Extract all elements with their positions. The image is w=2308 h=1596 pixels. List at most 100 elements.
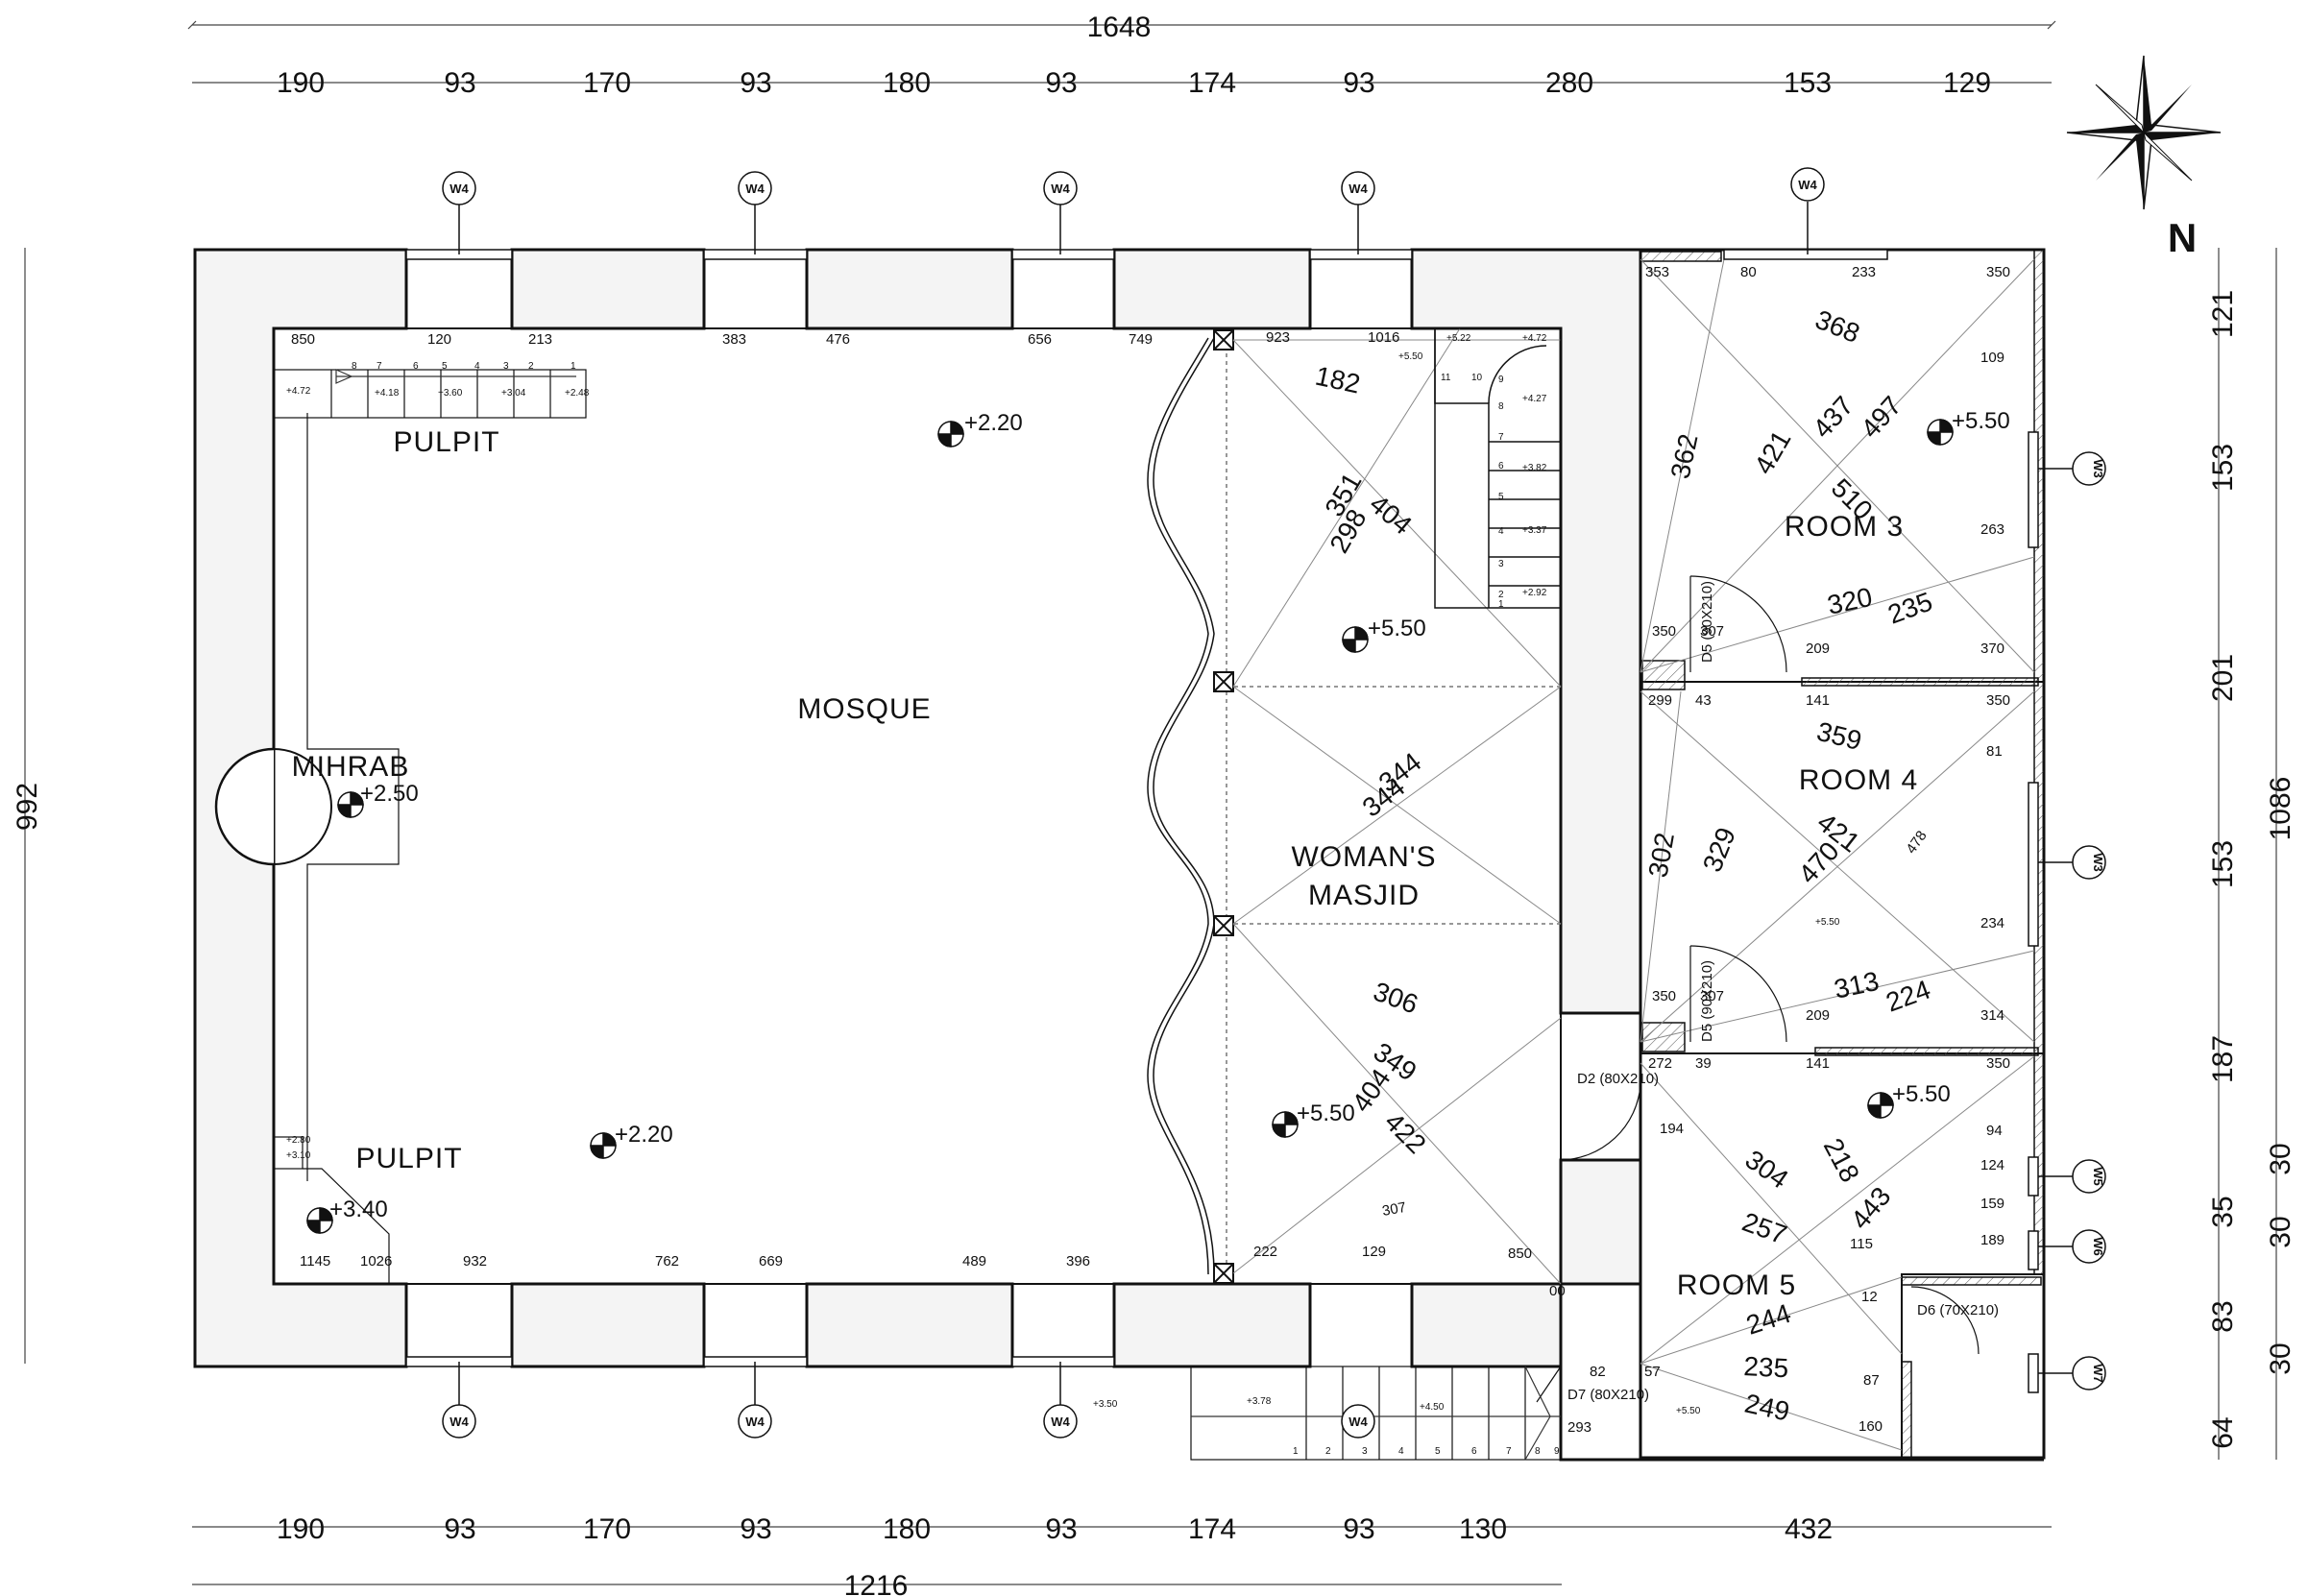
svg-text:W4: W4 [1051, 1415, 1070, 1429]
svg-text:+3.60: +3.60 [438, 388, 463, 399]
svg-text:W4: W4 [449, 181, 469, 196]
window-tags-east: W3 W3 W5 W6 W7 [2038, 451, 2106, 1390]
svg-text:+5.50: +5.50 [1368, 616, 1426, 641]
svg-text:656: 656 [1028, 331, 1052, 348]
svg-text:+3.78: +3.78 [1247, 1396, 1272, 1407]
svg-text:359: 359 [1814, 716, 1865, 756]
svg-text:1026: 1026 [360, 1253, 392, 1270]
window-tags-bottom: W4 W4 W4 W4 [442, 1362, 1375, 1439]
svg-text:2: 2 [528, 361, 534, 372]
womans-masjid-diagonals [1232, 327, 1562, 1285]
svg-text:+4.72: +4.72 [286, 386, 311, 397]
dimension-right-labels: 121 153 201 153 187 35 83 64 1086 30 30 … [2207, 290, 2296, 1449]
svg-text:+5.50: +5.50 [1952, 408, 2010, 434]
door-label-d7: D7 (80X210) [1567, 1387, 1649, 1403]
outside-stair [1190, 1366, 1562, 1461]
svg-text:W4: W4 [1798, 178, 1817, 192]
dimension-bottom-labels: 190 93 170 93 180 93 174 93 130 432 1216 [277, 1513, 1833, 1596]
svg-text:4: 4 [474, 361, 480, 372]
svg-text:272: 272 [1648, 1055, 1672, 1072]
room-label-womans-1: WOMAN'S [1291, 841, 1436, 873]
svg-text:170: 170 [583, 67, 631, 99]
svg-text:249: 249 [1742, 1389, 1792, 1427]
svg-text:93: 93 [740, 1513, 771, 1545]
svg-text:422: 422 [1379, 1106, 1432, 1159]
svg-text:6: 6 [1498, 461, 1504, 472]
svg-text:W3: W3 [2091, 853, 2105, 872]
dimension-right [2218, 248, 2277, 1460]
svg-text:9: 9 [1554, 1446, 1560, 1457]
svg-text:129: 129 [1362, 1244, 1386, 1260]
svg-text:669: 669 [759, 1253, 783, 1270]
womans-masjid-divider [1147, 337, 1561, 1275]
svg-text:383: 383 [722, 331, 746, 348]
east-window-openings [1723, 249, 2039, 1393]
room-label-mihrab: MIHRAB [292, 751, 410, 783]
svg-text:130: 130 [1459, 1513, 1507, 1545]
svg-text:1: 1 [1498, 599, 1504, 610]
svg-text:80: 80 [1740, 264, 1757, 280]
dimension-bottom [192, 1526, 2052, 1585]
svg-text:189: 189 [1980, 1232, 2004, 1248]
svg-text:932: 932 [463, 1253, 487, 1270]
svg-text:W6: W6 [2091, 1237, 2105, 1256]
svg-text:93: 93 [1343, 1513, 1374, 1545]
svg-text:368: 368 [1811, 304, 1864, 349]
svg-text:180: 180 [883, 1513, 931, 1545]
svg-text:5: 5 [1435, 1446, 1441, 1457]
svg-text:30: 30 [2265, 1342, 2296, 1374]
svg-text:257: 257 [1738, 1207, 1791, 1250]
svg-text:120: 120 [427, 331, 451, 348]
svg-text:9: 9 [1498, 375, 1504, 385]
svg-text:8: 8 [1535, 1446, 1541, 1457]
svg-text:5: 5 [442, 361, 448, 372]
svg-text:329: 329 [1697, 823, 1741, 876]
svg-text:81: 81 [1986, 743, 2003, 760]
east-wall-hatches [1640, 249, 2045, 1459]
svg-text:4: 4 [1498, 526, 1504, 537]
svg-text:109: 109 [1980, 350, 2004, 366]
svg-text:+4.18: +4.18 [375, 388, 400, 399]
svg-text:W4: W4 [1051, 181, 1070, 196]
svg-text:224: 224 [1882, 975, 1934, 1018]
north-label: N [2168, 215, 2197, 260]
svg-text:1016: 1016 [1368, 329, 1399, 346]
dimension-left-label: 992 [12, 783, 43, 831]
svg-text:432: 432 [1785, 1513, 1833, 1545]
svg-text:93: 93 [1045, 1513, 1077, 1545]
svg-text:762: 762 [655, 1253, 679, 1270]
svg-text:174: 174 [1188, 1513, 1236, 1545]
door-label-d2: D2 (80X210) [1577, 1071, 1659, 1087]
svg-text:153: 153 [2207, 444, 2239, 492]
compass-rose-icon [2066, 55, 2222, 210]
svg-text:350: 350 [1652, 623, 1676, 640]
pulpit-stair-bottom [273, 1136, 390, 1284]
svg-text:314: 314 [1980, 1007, 2004, 1024]
svg-text:213: 213 [528, 331, 552, 348]
svg-text:362: 362 [1665, 431, 1704, 481]
svg-text:83: 83 [2207, 1300, 2239, 1332]
svg-text:43: 43 [1695, 692, 1712, 709]
svg-text:W5: W5 [2091, 1167, 2105, 1186]
svg-text:280: 280 [1545, 67, 1593, 99]
svg-text:1: 1 [1293, 1446, 1299, 1457]
svg-text:W4: W4 [1348, 181, 1368, 196]
svg-text:244: 244 [1742, 1298, 1794, 1341]
svg-text:749: 749 [1129, 331, 1153, 348]
svg-text:93: 93 [444, 67, 475, 99]
svg-text:182: 182 [1313, 361, 1363, 399]
svg-text:30: 30 [2265, 1143, 2296, 1174]
svg-text:+2.20: +2.20 [964, 410, 1023, 436]
window-tags-top: W4 W4 W4 W4 W4 [442, 167, 1825, 254]
svg-text:+4.27: +4.27 [1522, 394, 1547, 404]
svg-text:+2.48: +2.48 [565, 388, 590, 399]
svg-text:+5.50: +5.50 [1398, 351, 1423, 362]
svg-text:115: 115 [1850, 1236, 1873, 1252]
svg-text:3: 3 [1362, 1446, 1368, 1457]
mosque-measure-labels: 850 120 213 383 476 656 749 1145 1026 93… [291, 331, 1153, 1270]
svg-text:57: 57 [1644, 1364, 1661, 1380]
svg-text:+3.10: +3.10 [286, 1150, 311, 1161]
svg-text:421: 421 [1748, 425, 1796, 479]
svg-text:+3.04: +3.04 [501, 388, 526, 399]
